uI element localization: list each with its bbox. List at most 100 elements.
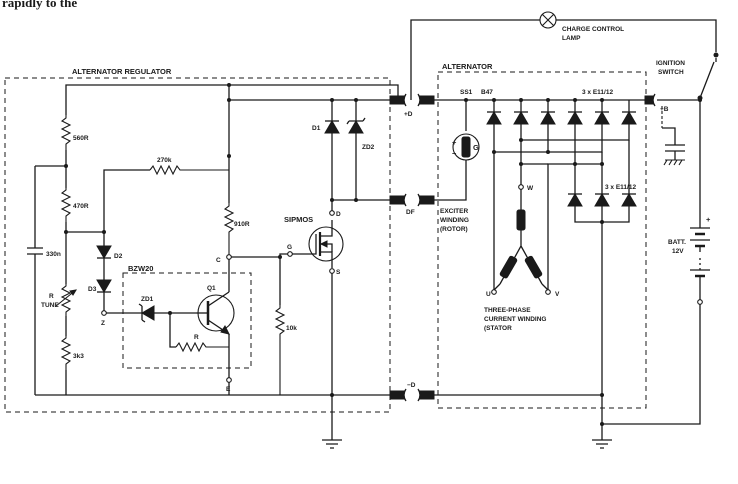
suppression-cap-wire	[662, 127, 676, 145]
label-phase-u: U	[486, 291, 491, 298]
label-pin-s: S	[336, 269, 341, 276]
node-e-terminal	[226, 377, 232, 383]
battery-ground-return	[602, 304, 701, 425]
resistor-470r	[60, 188, 72, 222]
label-ss1: SS1	[460, 89, 473, 96]
label-diodes-bottom: 3 x E11/12	[605, 184, 636, 191]
battery-icon	[690, 224, 710, 278]
resistor-270k	[149, 164, 229, 176]
label-330n: 330n	[46, 251, 61, 258]
zener-zd2-icon	[346, 117, 366, 134]
label-910r: 910R	[234, 221, 250, 228]
r-base-loop-left	[169, 313, 176, 348]
svg-text:+: +	[452, 138, 457, 147]
resistor-10k	[274, 305, 286, 395]
bzw20-module-box	[122, 272, 252, 369]
header-fragment: rapidly to the	[2, 0, 77, 10]
svg-text:−: −	[452, 149, 457, 158]
lamp-wire	[410, 19, 540, 100]
label-d2: D2	[114, 253, 123, 260]
transistor-q1-icon	[196, 291, 235, 335]
charge-lamp-label-2: LAMP	[562, 35, 581, 42]
label-10k: 10k	[286, 325, 297, 332]
label-zd1: ZD1	[141, 296, 154, 303]
label-exciter-g: G	[473, 143, 479, 152]
diode-d2-icon	[96, 245, 112, 259]
label-470r: 470R	[73, 203, 89, 210]
phase-v-terminal	[545, 289, 551, 295]
diode-d3-icon	[96, 279, 112, 293]
alternator-box-label: ALTERNATOR	[442, 62, 493, 71]
label-minus-d: −D	[407, 382, 416, 389]
diode-d1-icon	[324, 120, 340, 134]
label-batt-1: BATT.	[668, 239, 686, 246]
label-r-tune-2: TUNE	[41, 302, 59, 309]
label-zd2: ZD2	[362, 144, 375, 151]
connector-minus-d	[389, 388, 435, 402]
exciter-winding-icon: + −	[452, 133, 480, 161]
pin-g-terminal	[287, 251, 293, 257]
label-stator-1: THREE-PHASE	[484, 307, 531, 314]
label-sipmos: SIPMOS	[284, 215, 313, 224]
label-560r: 560R	[73, 135, 89, 142]
node-c-terminal	[226, 254, 232, 260]
label-pin-d: D	[336, 211, 341, 218]
label-270k: 270k	[157, 157, 172, 164]
junction	[227, 83, 231, 87]
stator-leads	[493, 283, 549, 291]
label-b47: B47	[481, 89, 493, 96]
label-c: C	[216, 257, 221, 264]
node-z-terminal	[101, 310, 107, 316]
d2-feed-wire	[103, 169, 150, 232]
phase-bus-3	[547, 124, 576, 290]
connector-plus-b	[644, 93, 656, 107]
label-exciter-2: WINDING	[440, 217, 469, 224]
phase-w-terminal	[518, 184, 524, 190]
label-d3: D3	[88, 286, 97, 293]
label-plus-d: +D	[404, 111, 413, 118]
ignition-switch-icon	[697, 52, 719, 101]
top-rail-regulator	[65, 84, 399, 100]
potentiometer-r-tune	[55, 284, 77, 316]
resistor-r-q1	[175, 341, 229, 353]
suppression-capacitor-icon	[663, 144, 685, 166]
junction	[330, 393, 334, 397]
alternator-box	[437, 71, 647, 409]
pin-d-terminal	[329, 210, 335, 216]
connector-df	[389, 193, 435, 207]
lamp-wire-right	[556, 19, 717, 52]
charge-lamp-label-1: CHARGE CONTROL	[562, 26, 624, 33]
exciter-to-df-wire	[434, 160, 467, 201]
regulator-box-label: ALTERNATOR REGULATOR	[72, 67, 172, 76]
battery-negative-terminal	[697, 299, 703, 305]
resistor-910r	[223, 203, 235, 255]
label-q1: Q1	[207, 285, 216, 292]
zener-zd1-icon	[138, 303, 155, 323]
label-exciter-1: EXCITER	[440, 208, 468, 215]
label-phase-v: V	[555, 291, 560, 298]
diode-bank-bottom	[567, 186, 637, 207]
bzw20-label: BZW20	[128, 264, 153, 273]
junction	[227, 98, 231, 102]
label-pin-g: G	[287, 244, 292, 251]
label-r-tune-1: R	[49, 293, 54, 300]
sipmos-transistor-icon	[292, 220, 344, 268]
resistor-3k3	[60, 336, 72, 370]
label-phase-w: W	[527, 185, 534, 192]
drain-to-df-wire	[331, 199, 398, 211]
ignition-label-2: SWITCH	[658, 69, 684, 76]
label-df: DF	[406, 209, 415, 216]
stator-winding-icon	[499, 189, 543, 285]
label-diodes-top: 3 x E11/12	[582, 89, 613, 96]
charge-control-lamp-icon	[539, 11, 557, 29]
label-exciter-3: (ROTOR)	[440, 226, 468, 233]
phase-u-terminal	[491, 289, 497, 295]
lower-diode-feed	[574, 140, 630, 186]
ground-icon-alternator	[592, 439, 612, 449]
label-stator-2: CURRENT WINDING	[484, 316, 546, 323]
junction	[64, 230, 68, 234]
label-z: Z	[101, 320, 105, 327]
label-r-q1: R	[194, 334, 199, 341]
diode-bank-top	[486, 100, 637, 125]
